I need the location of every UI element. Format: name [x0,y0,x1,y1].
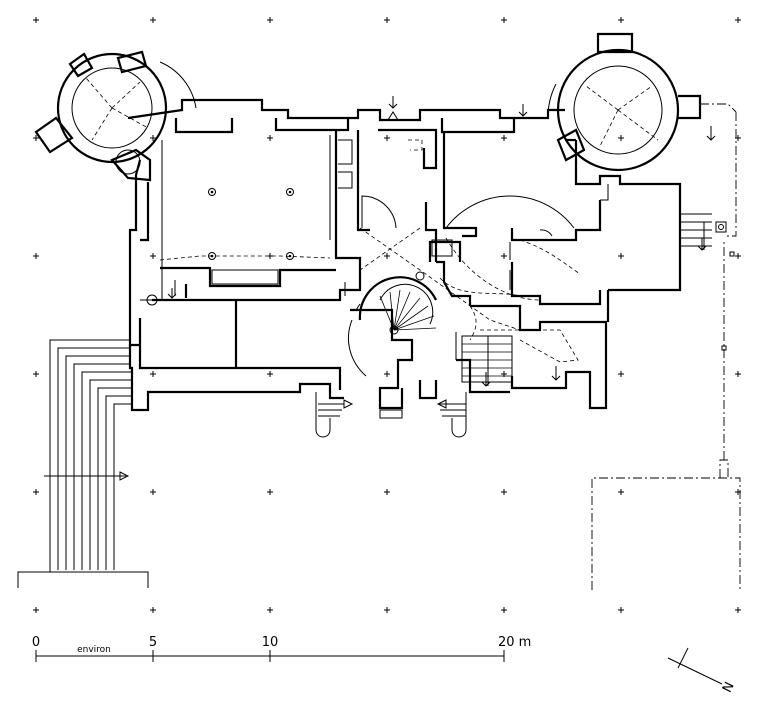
grid-cross [618,253,624,259]
grid-cross [735,371,741,377]
grid-cross [384,607,390,613]
grid-cross [384,17,390,23]
east-tower [547,32,702,172]
grid-cross [150,17,156,23]
scale-label-10: 10 [262,635,279,650]
grid-cross [267,135,273,141]
grid-cross [150,253,156,259]
grid-cross [501,489,507,495]
north-arrow-line [667,657,723,685]
north-arrow: N [667,647,738,695]
grid-cross [501,607,507,613]
grid-cross [501,17,507,23]
grid-cross [384,135,390,141]
grid-cross [501,135,507,141]
grid-cross [33,253,39,259]
grid-cross [33,135,39,141]
grid-cross [150,371,156,377]
west-terrace-steps [17,339,149,588]
main-building-walls [127,98,682,412]
entrance-steps [315,392,467,438]
grid-cross [501,253,507,259]
grid-cross [618,489,624,495]
grid-cross [33,17,39,23]
grid-cross [618,17,624,23]
scale-label-20: 20 m [498,635,531,650]
grid-cross [384,253,390,259]
scale-label-0: 0 [32,635,40,650]
grid-cross [267,371,273,377]
interior-details [140,135,609,360]
grid-cross [618,135,624,141]
vault-dashed-lines [159,139,581,363]
scale-bar: 0 5 10 20 m environ [32,635,531,662]
grid-cross [735,607,741,613]
grid-cross [33,489,39,495]
grid-cross [150,489,156,495]
grid-cross [33,371,39,377]
straight-staircase [461,335,513,386]
grid-cross [735,17,741,23]
grid-cross [150,135,156,141]
scale-label-5: 5 [149,635,157,650]
grid-cross [735,253,741,259]
level-arrows [167,96,716,409]
columns [146,188,425,306]
grid-cross [150,607,156,613]
scale-sublabel: environ [77,645,111,655]
north-arrow-crossbar [677,647,689,669]
spiral-staircase [348,276,437,377]
grid-cross [267,17,273,23]
grid-cross [618,371,624,377]
east-terrace [591,103,741,590]
grid-cross [384,489,390,495]
west-tower [34,50,197,182]
grid-cross [267,489,273,495]
grid-cross [33,607,39,613]
grid-cross [267,607,273,613]
survey-grid [33,17,741,613]
north-label: N [720,680,738,695]
door-swings [361,195,575,237]
grid-cross [384,371,390,377]
grid-cross [618,607,624,613]
